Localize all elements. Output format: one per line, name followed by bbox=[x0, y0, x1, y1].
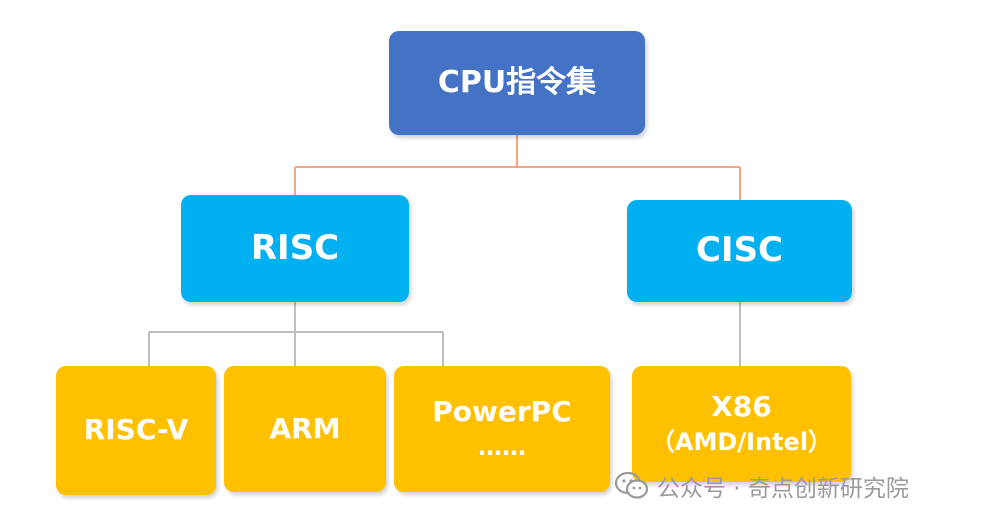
node-x86: X86 （AMD/Intel） bbox=[632, 366, 851, 482]
node-label: PowerPC bbox=[432, 395, 572, 429]
wechat-icon bbox=[615, 471, 649, 499]
watermark-text: 公众号 · 奇点创新研究院 bbox=[657, 476, 909, 502]
node-risc-v: RISC-V bbox=[56, 366, 216, 495]
node-powerpc: PowerPC …… bbox=[394, 366, 610, 492]
node-label: ARM bbox=[269, 411, 341, 445]
node-cpu-instruction-set: CPU指令集 bbox=[389, 31, 645, 135]
node-label: CISC bbox=[695, 230, 784, 271]
node-label: RISC-V bbox=[83, 413, 189, 447]
node-ellipsis: …… bbox=[478, 433, 526, 462]
node-subtitle: （AMD/Intel） bbox=[650, 428, 833, 457]
node-label: RISC bbox=[250, 227, 340, 268]
node-cisc: CISC bbox=[627, 200, 852, 302]
node-arm: ARM bbox=[224, 366, 386, 492]
node-risc: RISC bbox=[181, 195, 409, 302]
node-label: X86 bbox=[711, 390, 772, 424]
node-label: CPU指令集 bbox=[437, 64, 597, 100]
watermark: 公众号 · 奇点创新研究院 bbox=[615, 466, 909, 506]
